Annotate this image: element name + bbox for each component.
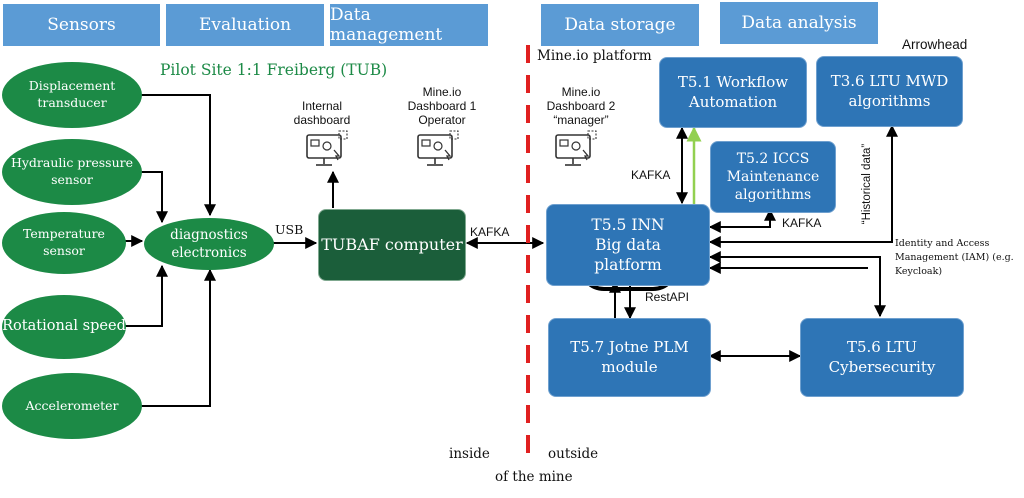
wire-green-feedback [686,126,708,217]
outside-label: outside [548,446,599,462]
wire-rotational [124,264,168,327]
monitor-icon [555,130,597,166]
dashboard2-label: Mine.io Dashboard 2 “manager” [546,85,616,127]
header-data-management: Data management [330,4,488,46]
usb-label: USB [275,222,304,237]
mineio-platform-label: Mine.io platform [537,48,652,64]
wire-historical [708,124,898,248]
inside-label: inside [449,446,490,462]
header-data-storage: Data storage [541,4,699,46]
t56-ltu-cybersecurity: T5.6 LTU Cybersecurity [800,318,964,397]
arrowhead-label: Arrowhead [902,37,968,52]
restapi-label: RestAPI [645,290,690,304]
wire-hydraulic [140,171,168,224]
t55-inn-big-data-platform: T5.5 INN Big data platform [546,204,710,286]
sensor-accelerometer: Accelerometer [2,373,142,439]
sensor-rotational-speed: Rotational speed [2,295,126,359]
diagnostics-electronics: diagnostics electronics [144,218,274,270]
wire-accelerometer [141,268,216,407]
iam-label: Identity and Access Management (IAM) (e.… [895,238,1014,277]
tubaf-computer: TUBAF computer [318,209,466,281]
monitor-icon [306,130,348,166]
sensor-temperature: Temperature sensor [2,212,126,274]
t55-label: T5.5 INN Big data platform [591,215,665,275]
header-data-analysis: Data analysis [720,2,878,44]
of-the-mine-label: of the mine [495,469,573,485]
monitor-icon [417,130,459,166]
header-evaluation: Evaluation [166,4,324,46]
t57-jotne-plm-module: T5.7 Jotne PLM module [548,318,711,397]
wire-iam [708,251,886,318]
pilot-site-label: Pilot Site 1:1 Freiberg (TUB) [160,61,388,79]
kafka-t52-label: KAFKA [782,216,822,230]
internal-dashboard-label: Internal dashboard [293,99,351,127]
t36-ltu-mwd-algorithms: T3.6 LTU MWD algorithms [816,56,963,127]
dashboard1-label: Mine.io Dashboard 1 Operator [407,85,477,127]
wire-displacement [141,94,216,217]
historical-data-label: “Historical data” [861,143,873,225]
sensor-hydraulic-pressure: Hydraulic pressure sensor [2,139,142,205]
kafka-t51-label: KAFKA [631,168,671,182]
sensor-displacement-transducer: Displacement transducer [2,62,142,128]
header-sensors: Sensors [3,4,160,46]
t52-iccs-maintenance: T5.2 ICCS Maintenance algorithms [710,141,836,213]
kafka-main-label: KAFKA [470,225,510,239]
t51-workflow-automation: T5.1 Workflow Automation [659,57,807,128]
